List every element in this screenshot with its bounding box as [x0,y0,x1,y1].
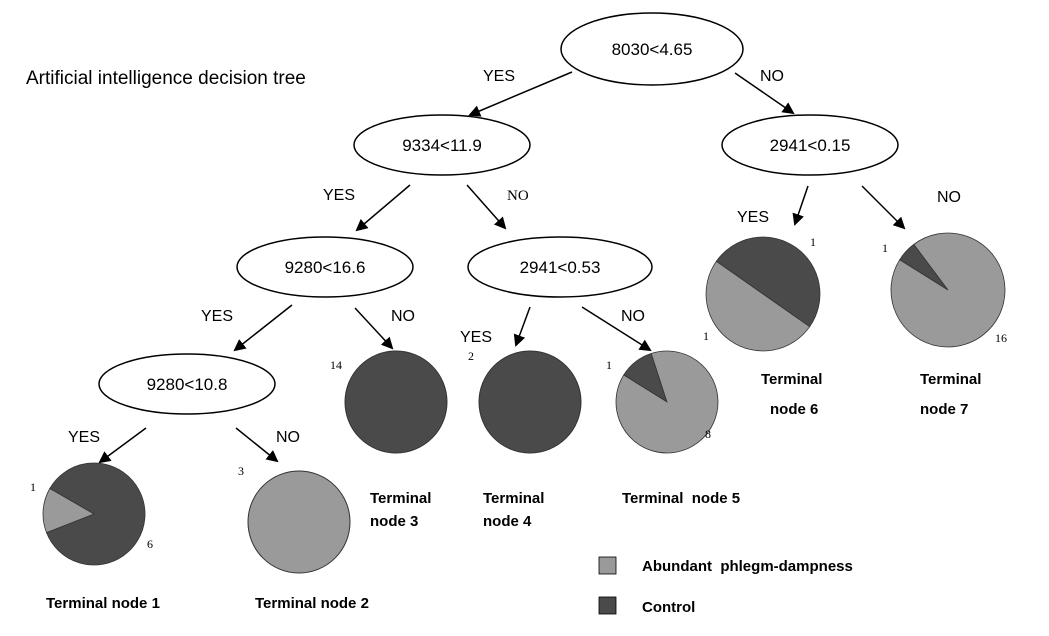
decision-node-2941-b: 2941<0.53 [467,236,653,298]
count-label: 3 [238,464,244,478]
edge-label-no: NO [276,429,300,446]
pie-slice-abundant [615,350,719,454]
legend-swatch-control [598,596,617,615]
edge-2941a-no [861,185,906,230]
terminal-node-2-label: Terminal node 2 [255,595,369,612]
terminal-node-4-pie [478,350,582,454]
edge-label-no: NO [937,189,961,206]
count-label: 1 [810,235,816,249]
pie-slice-abundant [705,260,811,352]
count-label: 16 [995,331,1007,345]
edge-label-no: NO [507,188,529,204]
count-label: 14 [330,358,342,372]
count-label: 1 [703,329,709,343]
edge-9280a-yes [233,304,293,352]
count-label: 6 [147,537,153,551]
count-label: 1 [606,358,612,372]
count-label: 1 [882,241,888,255]
terminal-node-7-label-line1: Terminal [920,371,981,388]
terminal-node-4-label-line1: Terminal [483,490,544,507]
terminal-node-7-label-line2: node 7 [920,401,968,418]
edge-9334-no [466,184,507,230]
terminal-node-4-label-line2: node 4 [483,513,532,530]
edge-9334-yes [355,184,411,232]
terminal-node-1-pie [42,462,146,566]
pie-slice-abundant [890,232,1006,348]
pie-slice-abundant [42,487,95,534]
decision-node-9280-b: 9280<10.8 [98,353,276,415]
pie-slice-control [478,350,582,454]
terminal-node-7-pie [890,232,1006,348]
edge-9280b-yes [98,427,147,464]
node-label: 9334<11.9 [402,136,482,155]
edge-root-no [734,72,795,115]
terminal-node-2-pie [247,470,351,574]
edge-2941b-yes [513,306,531,347]
pie-slice-control [715,236,821,328]
legend-label-control: Control [642,599,695,616]
edge-label-yes: YES [201,308,233,325]
count-label: 8 [705,427,711,441]
node-label: 2941<0.53 [520,258,601,277]
edge-label-no: NO [621,308,645,325]
legend-label-abundant: Abundant phlegm-dampness [642,558,853,575]
edge-9280a-no [354,307,394,350]
edge-label-no: NO [391,308,415,325]
terminal-node-5-pie [615,350,719,454]
decision-node-root: 8030<4.65 [560,12,744,86]
legend-swatch-abundant [598,556,617,575]
diagram-title: Artificial intelligence decision tree [26,68,306,89]
terminal-node-6-pie [705,236,821,352]
count-label: 1 [30,480,36,494]
terminal-node-1-label: Terminal node 1 [46,595,160,612]
pie-slice-control [46,462,146,566]
terminal-node-3-pie [344,350,448,454]
terminal-node-6-label-line2: node 6 [770,401,818,418]
node-label: 8030<4.65 [612,40,693,59]
terminal-node-6-label-line1: Terminal [761,371,822,388]
terminal-node-3-label-line2: node 3 [370,513,418,530]
edge-root-yes [468,71,573,117]
decision-node-2941-a: 2941<0.15 [721,114,899,176]
edge-9280b-no [235,427,279,463]
node-label: 9280<10.8 [147,375,228,394]
edge-2941b-no [581,306,652,352]
count-label: 2 [468,349,474,363]
edge-label-yes: YES [323,187,355,204]
node-label: 2941<0.15 [770,136,851,155]
decision-node-9334: 9334<11.9 [353,114,531,176]
terminal-node-3-label-line1: Terminal [370,490,431,507]
edge-label-yes: YES [737,209,769,226]
edge-label-yes: YES [483,68,515,85]
legend: Abundant phlegm-dampness Control [598,556,853,616]
edge-label-yes: YES [68,429,100,446]
tree-edges [98,71,906,464]
edge-label-no: NO [760,68,784,85]
pie-slice-control [344,350,448,454]
terminal-node-5-label: Terminal node 5 [622,490,740,507]
decision-node-9280-a: 9280<16.6 [236,236,414,298]
edge-2941a-yes [792,185,809,226]
edge-label-yes: YES [460,329,492,346]
pie-slice-abundant [247,470,351,574]
node-label: 9280<16.6 [285,258,366,277]
